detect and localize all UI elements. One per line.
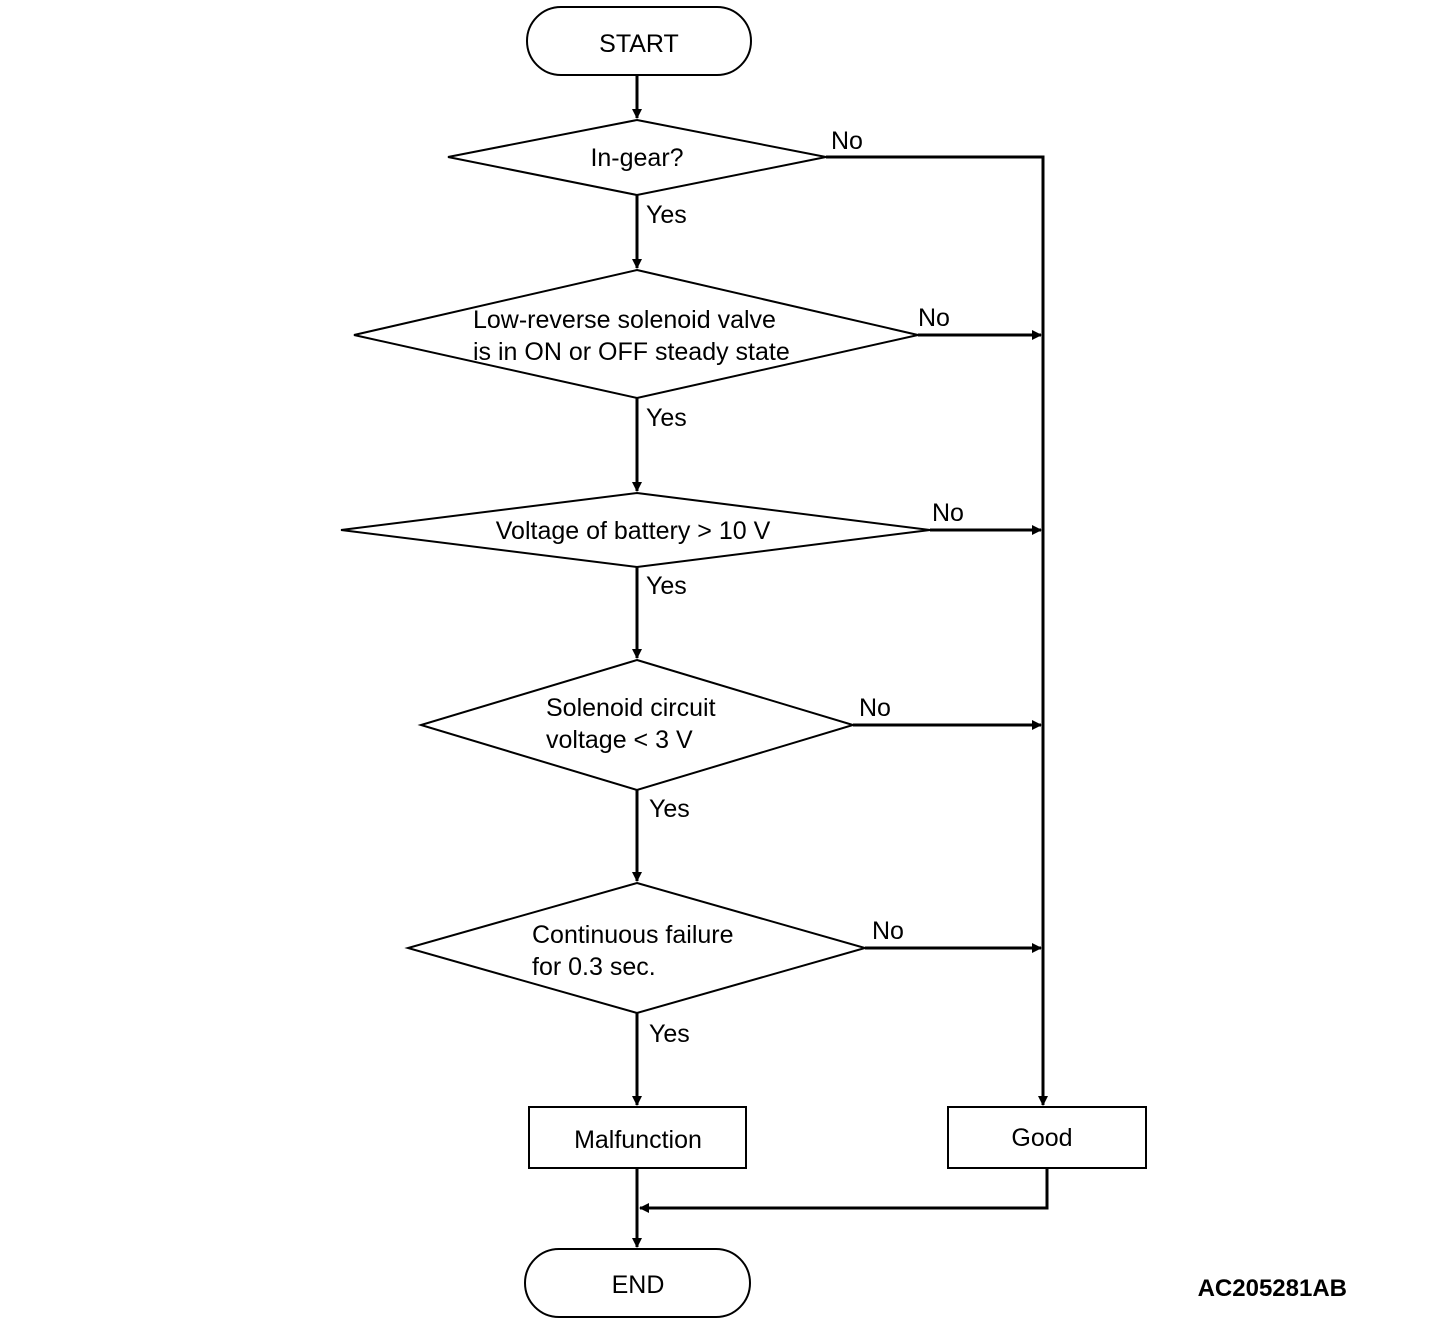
solenoid-state-yes-label: Yes xyxy=(646,404,687,432)
edge-in-gear-no xyxy=(826,155,1048,1106)
circuit-yes-label: Yes xyxy=(649,795,690,823)
node-malfunction: Malfunction xyxy=(528,1106,747,1169)
node-battery: Voltage of battery > 10 V xyxy=(340,491,931,569)
edge-labels: Yes No Yes No Yes No Yes No Yes No xyxy=(646,127,964,1048)
end-label: END xyxy=(612,1271,665,1299)
circuit-label-line2: voltage < 3 V xyxy=(546,726,693,754)
circuit-label-line1: Solenoid circuit xyxy=(546,694,716,722)
malfunction-label: Malfunction xyxy=(574,1126,702,1154)
node-start: START xyxy=(526,6,752,76)
battery-no-label: No xyxy=(932,499,964,527)
circuit-no-label: No xyxy=(859,694,891,722)
in-gear-diamond xyxy=(447,118,827,197)
battery-label: Voltage of battery > 10 V xyxy=(496,517,771,545)
malfunction-box xyxy=(528,1106,747,1169)
in-gear-no-label: No xyxy=(831,127,863,155)
start-terminal xyxy=(526,6,752,76)
continuous-no-label: No xyxy=(872,917,904,945)
continuous-yes-label: Yes xyxy=(649,1020,690,1048)
battery-yes-label: Yes xyxy=(646,572,687,600)
connectors xyxy=(632,75,1049,1248)
continuous-label-line1: Continuous failure xyxy=(532,921,734,949)
node-end: END xyxy=(524,1248,751,1318)
battery-diamond xyxy=(340,491,931,569)
start-label: START xyxy=(599,30,679,58)
continuous-label-line2: for 0.3 sec. xyxy=(532,953,656,981)
node-in-gear: In-gear? xyxy=(447,118,827,197)
node-circuit: Solenoid circuit voltage < 3 V xyxy=(417,658,857,792)
good-label: Good xyxy=(1011,1124,1072,1152)
node-continuous: Continuous failure for 0.3 sec. xyxy=(404,881,869,1015)
edge-good-to-end xyxy=(639,1168,1049,1213)
good-box xyxy=(947,1106,1147,1169)
node-solenoid-state: Low-reverse solenoid valve is in ON or O… xyxy=(353,268,919,400)
continuous-diamond xyxy=(404,881,869,1015)
figure-code: AC205281AB xyxy=(1198,1275,1347,1302)
solenoid-state-diamond xyxy=(353,268,919,400)
solenoid-state-label-line2: is in ON or OFF steady state xyxy=(473,338,790,366)
in-gear-yes-label: Yes xyxy=(646,201,687,229)
solenoid-state-label-line1: Low-reverse solenoid valve xyxy=(473,306,776,334)
solenoid-state-no-label: No xyxy=(918,304,950,332)
circuit-diamond xyxy=(417,658,857,792)
node-good: Good xyxy=(947,1106,1147,1169)
end-terminal xyxy=(524,1248,751,1318)
in-gear-label: In-gear? xyxy=(590,144,683,172)
